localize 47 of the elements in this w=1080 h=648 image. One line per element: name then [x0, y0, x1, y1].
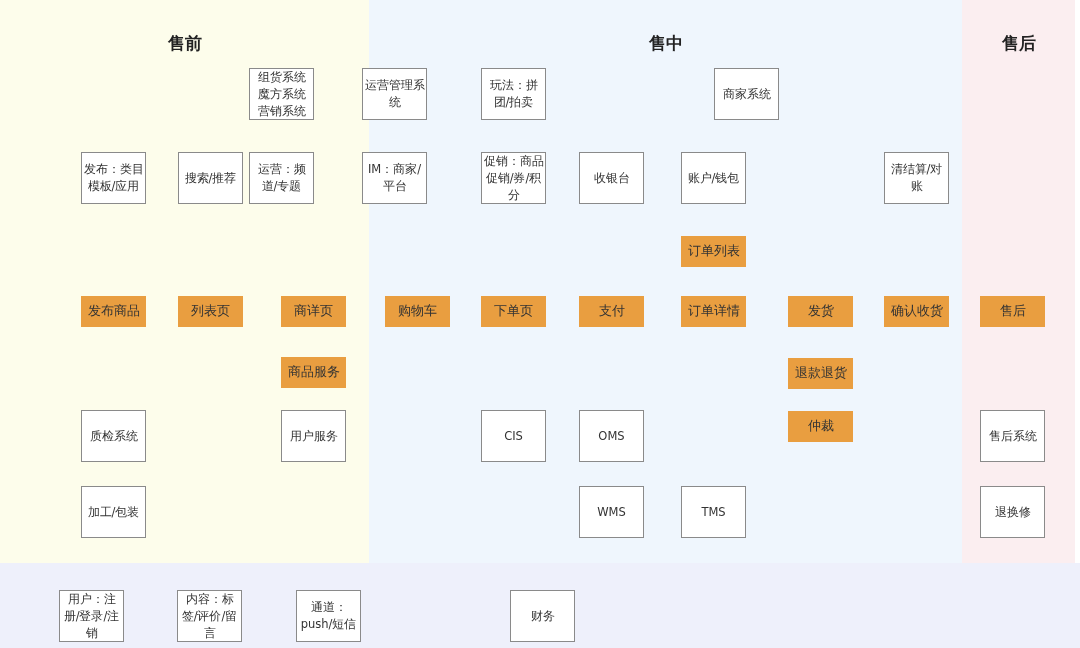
system-box: 通道：push/短信	[296, 590, 361, 642]
system-box: 收银台	[579, 152, 644, 204]
platform-band	[0, 563, 1080, 648]
system-box: IM：商家/平台	[362, 152, 427, 204]
system-box: 账户/钱包	[681, 152, 746, 204]
system-name: 魔方系统	[257, 85, 306, 103]
process-step: 发布商品	[81, 296, 146, 327]
stage-heading: 售前	[167, 32, 202, 55]
process-step: 商品服务	[281, 357, 346, 388]
system-box: 质检系统	[81, 410, 146, 462]
process-step: 发货	[788, 296, 853, 327]
system-box: 商家系统	[714, 68, 779, 120]
system-name: 营销系统	[257, 102, 306, 120]
stage-heading: 售中	[648, 32, 683, 55]
system-box: 玩法：拼团/拍卖	[481, 68, 546, 120]
system-box: 搜索/推荐	[178, 152, 243, 204]
process-step: 支付	[579, 296, 644, 327]
process-step: 订单详情	[681, 296, 746, 327]
system-box	[249, 68, 314, 120]
system-box: TMS	[681, 486, 746, 538]
stage-band	[962, 0, 1075, 563]
system-box: 运营管理系统	[362, 68, 427, 120]
process-step: 仲裁	[788, 411, 853, 442]
process-step: 列表页	[178, 296, 243, 327]
system-box: 售后系统	[980, 410, 1045, 462]
process-step: 购物车	[385, 296, 450, 327]
system-box: 清结算/对账	[884, 152, 949, 204]
system-box: 用户：注册/登录/注销	[59, 590, 124, 642]
system-name: 组货系统	[257, 68, 306, 86]
process-step: 退款退货	[788, 358, 853, 389]
system-box: 运营：频道/专题	[249, 152, 314, 204]
system-box: WMS	[579, 486, 644, 538]
system-box: CIS	[481, 410, 546, 462]
system-box: 促销：商品促销/券/积分	[481, 152, 546, 204]
stage-heading: 售后	[1001, 32, 1036, 55]
system-box: OMS	[579, 410, 644, 462]
system-box: 退换修	[980, 486, 1045, 538]
system-box: 财务	[510, 590, 575, 642]
process-step: 下单页	[481, 296, 546, 327]
system-box: 加工/包装	[81, 486, 146, 538]
system-box: 发布：类目模板/应用	[81, 152, 146, 204]
process-step: 订单列表	[681, 236, 746, 267]
process-step: 商详页	[281, 296, 346, 327]
system-box: 内容：标签/评价/留言	[177, 590, 242, 642]
process-step: 售后	[980, 296, 1045, 327]
process-step: 确认收货	[884, 296, 949, 327]
system-box: 用户服务	[281, 410, 346, 462]
